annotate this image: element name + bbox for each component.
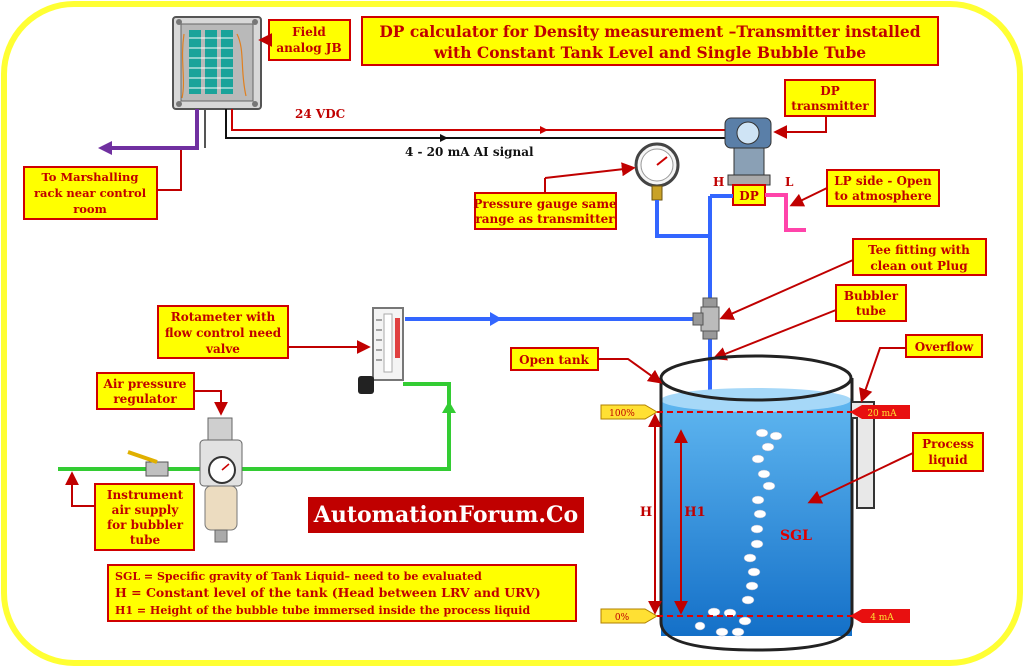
svg-text:analog JB: analog JB [276, 41, 341, 55]
ma-4-tag: 4 mA [850, 609, 910, 623]
svg-text:for bubbler: for bubbler [107, 518, 184, 532]
svg-text:to atmosphere: to atmosphere [834, 189, 932, 203]
svg-text:Tee fitting with: Tee fitting with [868, 243, 970, 257]
overflow-label: Overflow [905, 334, 983, 358]
legend-line-2: H = Constant level of the tank (Head bet… [115, 585, 541, 600]
ma-20-tag: 20 mA [850, 405, 910, 419]
svg-text:Field: Field [292, 25, 326, 39]
svg-text:range as transmitter: range as transmitter [475, 212, 615, 226]
open-tank-label: Open tank [510, 347, 599, 371]
svg-text:rack near control: rack near control [34, 186, 147, 200]
svg-text:tube: tube [130, 533, 161, 547]
tee-label: Tee fitting with clean out Plug [852, 238, 987, 276]
dp-tag: DP [732, 184, 766, 206]
svg-text:Instrument: Instrument [107, 488, 184, 502]
process-liquid-label: Process liquid [912, 432, 984, 472]
h-side-label: H [713, 175, 724, 189]
svg-text:tube: tube [856, 304, 887, 318]
svg-text:DP: DP [739, 189, 758, 203]
brand-banner: AutomationForum.Co [308, 497, 584, 533]
junction-box [172, 16, 262, 110]
bubbler-label: Bubbler tube [835, 284, 907, 322]
svg-text:Pressure gauge same: Pressure gauge same [473, 197, 617, 211]
svg-text:Open tank: Open tank [519, 353, 589, 367]
svg-text:To Marshalling: To Marshalling [42, 170, 139, 184]
title-line-2: with Constant Tank Level and Single Bubb… [433, 43, 866, 62]
gauge-impulse-line [655, 200, 710, 238]
pressure-gauge-label: Pressure gauge same range as transmitter [473, 192, 617, 230]
black-signal-cable [225, 109, 725, 139]
svg-text:air supply: air supply [112, 503, 180, 517]
legend-box: SGL = Specific gravity of Tank Liquid– n… [107, 564, 577, 622]
svg-text:liquid: liquid [928, 453, 968, 467]
ball-valve [127, 450, 169, 477]
svg-text:Air pressure: Air pressure [103, 377, 187, 391]
open-tank [659, 354, 854, 652]
air-regulator-label: Air pressure regulator [96, 372, 195, 410]
vdc-label: 24 VDC [295, 107, 345, 121]
svg-text:0%: 0% [615, 613, 630, 623]
pct-100-tag: 100% [600, 404, 658, 420]
title-box: DP calculator for Density measurement –T… [361, 16, 939, 66]
svg-text:Process: Process [922, 437, 974, 451]
svg-text:clean out Plug: clean out Plug [870, 259, 968, 273]
svg-text:DP: DP [820, 84, 839, 98]
legend-line-1: SGL = Specific gravity of Tank Liquid– n… [115, 570, 482, 583]
ai-signal-label: 4 - 20 mA AI signal [405, 145, 534, 159]
svg-text:regulator: regulator [113, 392, 177, 406]
l-side-label: L [785, 175, 794, 189]
svg-text:LP side - Open: LP side - Open [834, 174, 932, 188]
pressure-gauge [634, 142, 680, 201]
svg-text:Overflow: Overflow [915, 340, 974, 354]
tee-fitting [692, 297, 720, 340]
air-bubbles [694, 428, 783, 637]
legend-line-3: H1 = Height of the bubble tube immersed … [115, 604, 530, 617]
instrument-air-label: Instrument air supply for bubbler tube [94, 483, 195, 551]
sgl-tank-label: SGL [780, 528, 812, 544]
title-line-1: DP calculator for Density measurement –T… [379, 22, 920, 41]
h-dimension-label: H [640, 505, 652, 520]
red-signal-cable [231, 109, 725, 131]
field-jb-label: Field analog JB [268, 19, 351, 61]
dp-transmitter-label: DP transmitter [784, 79, 876, 117]
marshalling-cable [110, 109, 199, 150]
svg-text:transmitter: transmitter [791, 99, 869, 113]
lp-side-label: LP side - Open to atmosphere [826, 169, 940, 207]
svg-text:20 mA: 20 mA [867, 409, 897, 419]
rotameter-label: Rotameter with flow control need valve [157, 305, 289, 359]
svg-text:flow control need: flow control need [165, 326, 282, 340]
rotameter [358, 307, 404, 394]
svg-text:valve: valve [205, 342, 240, 356]
svg-text:4 mA: 4 mA [870, 613, 894, 623]
dp-transmitter [724, 117, 772, 186]
svg-text:100%: 100% [609, 409, 635, 419]
svg-text:Rotameter with: Rotameter with [171, 310, 276, 324]
marshalling-label: To Marshalling rack near control room [23, 166, 158, 220]
h1-dimension-label: H1 [684, 505, 705, 520]
svg-text:Bubbler: Bubbler [844, 289, 899, 303]
lp-vent-line [765, 193, 806, 232]
svg-text:room: room [73, 202, 107, 216]
pct-0-tag: 0% [600, 608, 658, 624]
air-supply-line [240, 382, 451, 471]
air-regulator [199, 417, 243, 543]
